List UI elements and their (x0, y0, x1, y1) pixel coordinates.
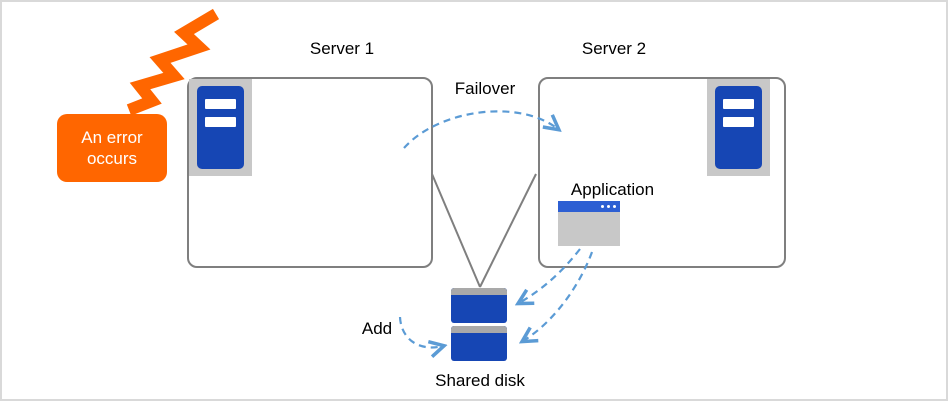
window-dot-icon (607, 205, 610, 208)
disk-lid (451, 288, 507, 295)
error-callout: An error occurs (57, 114, 167, 182)
shared-disk-icon-top (451, 288, 507, 323)
server-slot (723, 99, 754, 109)
server-slot (723, 117, 754, 127)
server1-label: Server 1 (309, 39, 375, 58)
failover-label: Failover (454, 79, 516, 98)
shared-disk-icon-bottom (451, 326, 507, 361)
server-slot (205, 117, 236, 127)
server2-to-disk-line (479, 173, 537, 288)
server-icon (707, 79, 770, 176)
add-label: Add (361, 319, 393, 338)
application-window-icon (558, 201, 620, 246)
window-dot-icon (601, 205, 604, 208)
server-slot (205, 99, 236, 109)
window-dot-icon (613, 205, 616, 208)
add-arrow (398, 316, 443, 347)
server2-label: Server 2 (581, 39, 647, 58)
disk-lid (451, 326, 507, 333)
server-front-panel (197, 86, 244, 169)
application-label: Application (570, 180, 655, 199)
server1-to-disk-line (431, 173, 481, 288)
shared-disk-label: Shared disk (435, 371, 525, 390)
server-front-panel (715, 86, 762, 169)
server-icon (189, 79, 252, 176)
application-titlebar (558, 201, 620, 212)
